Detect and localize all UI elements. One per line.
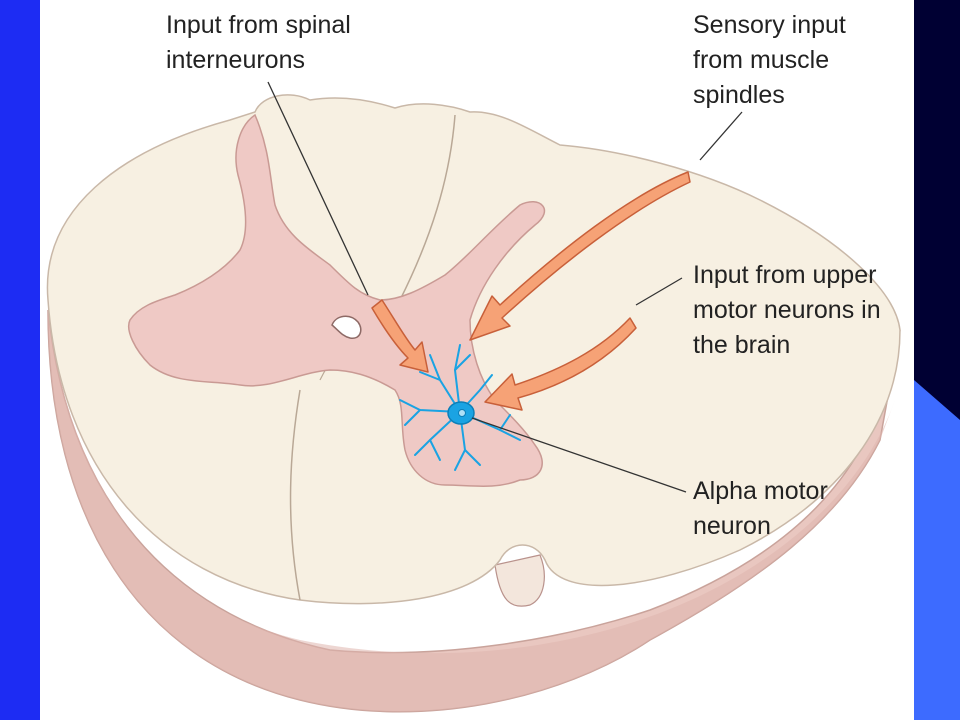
label-sensory-input: Sensory input from muscle spindles — [693, 11, 846, 109]
right-blue-accent — [914, 380, 960, 720]
left-blue-bar — [0, 0, 40, 720]
alpha-motor-neuron — [399, 344, 521, 471]
leader-lines — [267, 81, 743, 493]
gray-matter — [128, 113, 546, 487]
central-canal — [331, 315, 362, 339]
label-interneurons: Input from spinal interneurons — [166, 11, 351, 74]
label-upper-motor-neurons: Input from upper motor neurons in the br… — [693, 261, 881, 359]
input-arrows — [371, 171, 691, 411]
label-alpha-motor-neuron: Alpha motor neuron — [693, 477, 828, 540]
